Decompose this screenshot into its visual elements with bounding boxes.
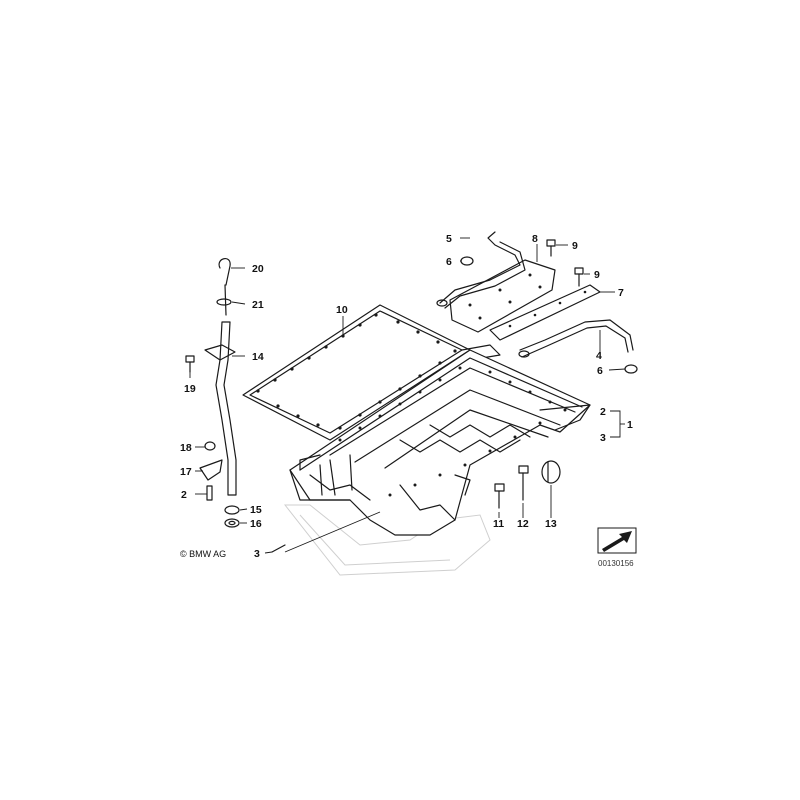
callout-18: 18 (180, 442, 192, 454)
callout-14: 14 (252, 351, 264, 363)
seal-ring-15 (224, 505, 240, 515)
callout-10: 10 (336, 304, 348, 316)
callout-12: 12 (517, 518, 529, 530)
oil-pipe-upper (436, 231, 526, 309)
seal-ring-upper (460, 256, 474, 266)
callout-16: 16 (250, 518, 262, 530)
cover-plate (449, 259, 556, 333)
callout-6-lower: 6 (597, 365, 603, 377)
dipstick (218, 258, 231, 316)
callout-20: 20 (252, 263, 264, 275)
bolt-12 (518, 465, 529, 501)
bushing-18 (204, 441, 216, 451)
bolt-9-lower (574, 267, 584, 287)
callout-19: 19 (184, 383, 196, 395)
callout-9-upper: 9 (572, 240, 578, 252)
callout-3-right: 3 (600, 432, 606, 444)
callout-8: 8 (532, 233, 538, 245)
callout-2-right: 2 (600, 406, 606, 418)
callout-4: 4 (596, 350, 602, 362)
guide-tube (204, 321, 237, 496)
callout-7: 7 (618, 287, 624, 299)
callout-21: 21 (252, 299, 264, 311)
copyright-label: © BMW AG (180, 549, 226, 559)
o-ring-21 (216, 298, 232, 306)
bolt-19 (185, 355, 195, 373)
callout-13: 13 (545, 518, 557, 530)
seal-ring-16-inner (228, 520, 236, 526)
callout-1: 1 (627, 419, 633, 431)
callout-6-upper: 6 (446, 256, 452, 268)
callout-3-left: 3 (254, 548, 260, 560)
drain-plug-13 (541, 460, 561, 484)
dowel-pin-3 (271, 544, 286, 553)
seal-ring-lower (624, 364, 638, 374)
arrow-icon (597, 527, 637, 554)
oil-pipe-lower (518, 319, 634, 358)
callout-2-left: 2 (181, 489, 187, 501)
seal-ring-16 (224, 518, 240, 528)
callout-5: 5 (446, 233, 452, 245)
bracket-17 (199, 459, 223, 481)
oil-pan (289, 349, 591, 536)
bolt-11 (494, 483, 505, 509)
leader-lines (189, 237, 626, 554)
dowel-pin-2 (206, 485, 213, 501)
callout-9-lower: 9 (594, 269, 600, 281)
diagram-number: 00130156 (598, 559, 634, 568)
oil-pan-shadow (283, 504, 491, 576)
callout-11: 11 (493, 518, 504, 530)
callout-15: 15 (250, 504, 262, 516)
callout-17: 17 (180, 466, 192, 478)
bolt-9-upper (546, 239, 556, 257)
